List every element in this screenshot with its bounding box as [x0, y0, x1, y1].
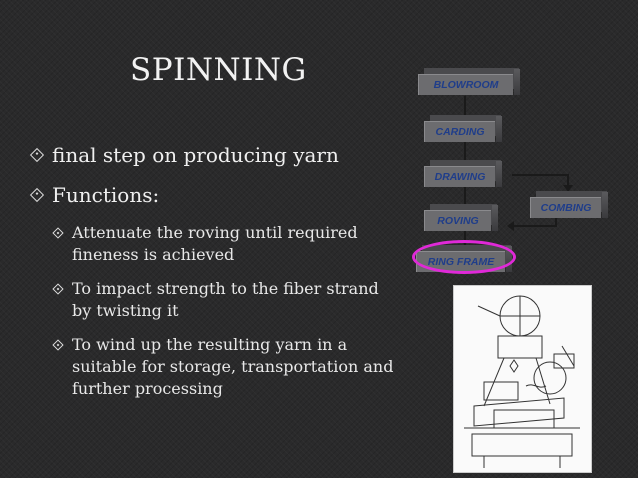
flow-step-combing: COMBING	[530, 192, 608, 218]
ring-frame-machine-image	[453, 285, 592, 473]
slide-title: SPINNING	[130, 52, 307, 88]
flow-step-blowroom: BLOWROOM	[418, 69, 520, 95]
bullet-item: final step on producing yarn	[29, 142, 400, 168]
sub-bullet-item: To impact strength to the fiber strand b…	[52, 278, 400, 322]
flow-step-roving: ROVING	[424, 205, 498, 231]
sub-bullet-item: Attenuate the roving until required fine…	[52, 222, 400, 266]
sub-bullet-item: To wind up the resulting yarn in a suita…	[52, 334, 400, 400]
bullet-text: final step on producing yarn	[52, 143, 339, 167]
flow-step-drawing: DRAWING	[424, 161, 502, 187]
bullet-list: final step on producing yarn Functions: …	[29, 142, 400, 412]
highlight-circle	[412, 240, 516, 274]
bullet-item: Functions:	[29, 182, 400, 208]
bullet-text: Functions:	[52, 183, 160, 207]
ring-frame-sketch-icon	[464, 295, 580, 468]
sub-bullet-text: To impact strength to the fiber strand b…	[72, 279, 379, 320]
sub-bullet-text: To wind up the resulting yarn in a suita…	[72, 335, 394, 398]
flow-step-carding: CARDING	[424, 116, 502, 142]
sub-bullet-text: Attenuate the roving until required fine…	[72, 223, 358, 264]
